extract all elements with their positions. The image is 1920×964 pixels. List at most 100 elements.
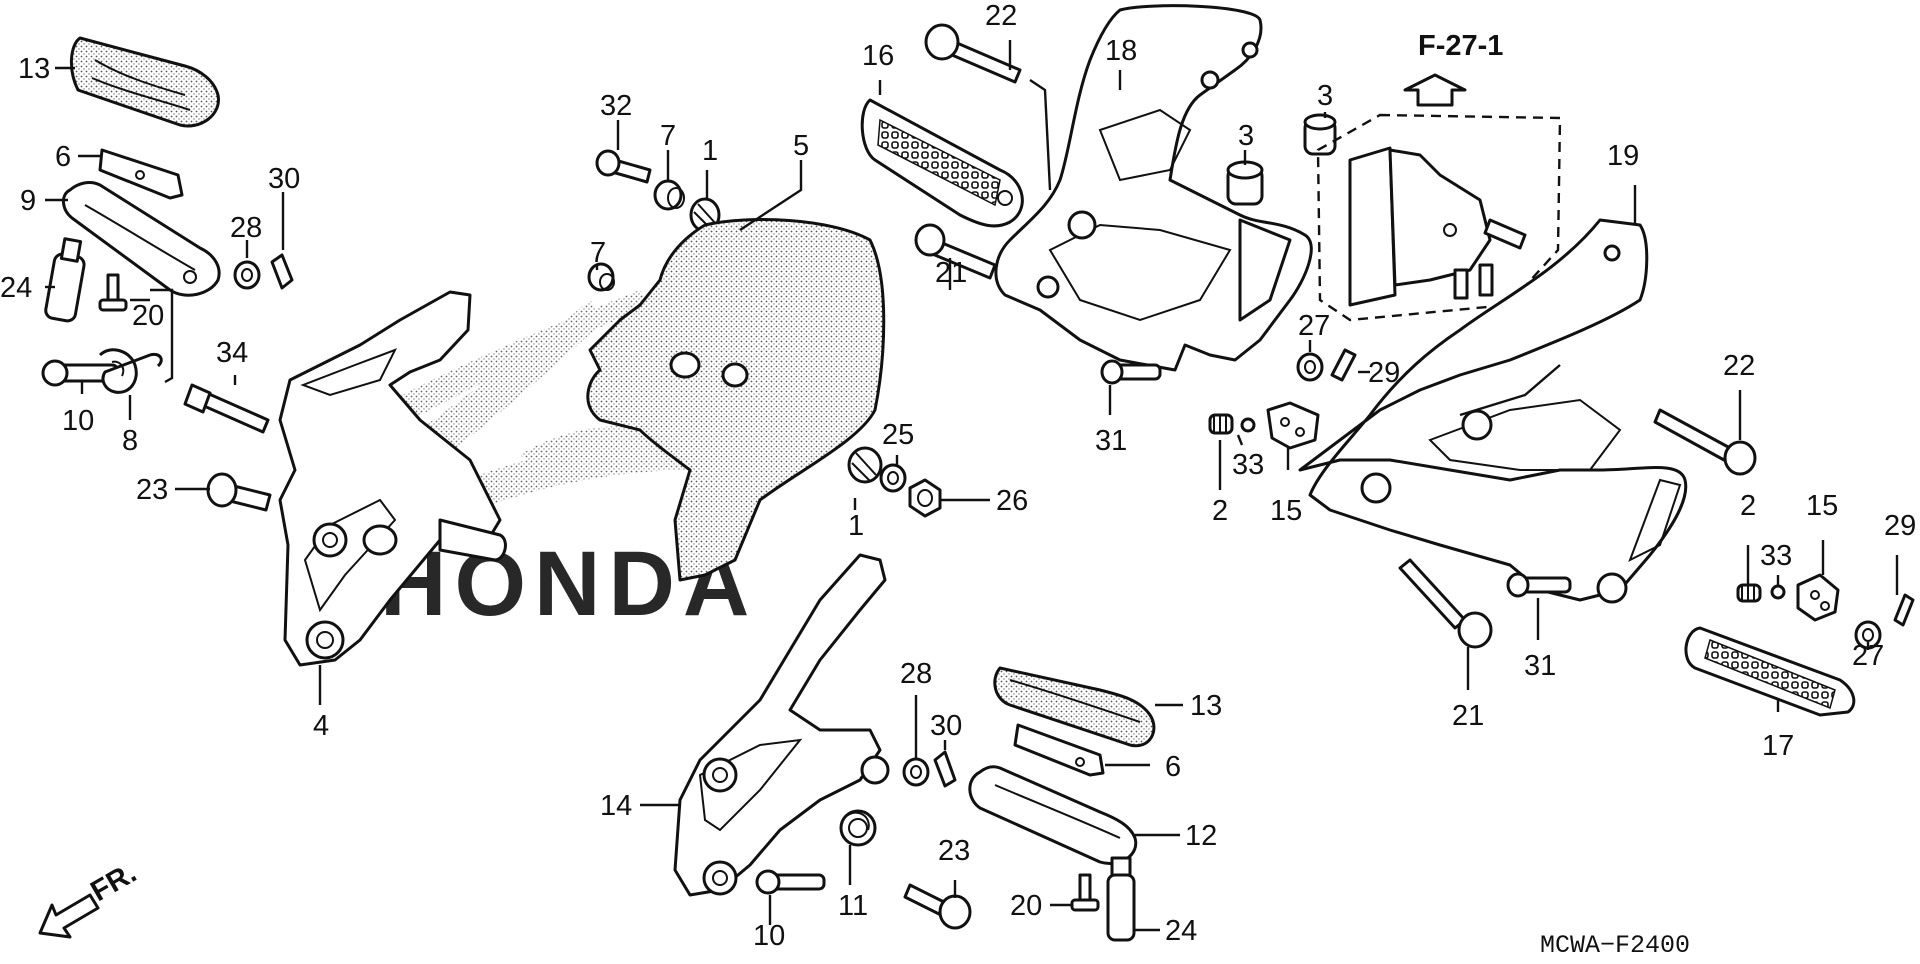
callout-27: 27 [1298,310,1330,342]
callout-7: 7 [590,237,606,269]
callout-5: 5 [793,130,809,162]
part-21-bolt-upper [914,223,997,280]
callout-32: 32 [600,90,632,122]
callout-13: 13 [18,53,50,85]
callout-3: 3 [1238,120,1254,152]
part-26-nut [908,478,942,518]
callout-23: 23 [938,835,970,867]
callout-28: 28 [230,212,262,244]
callout-19: 19 [1607,140,1639,172]
part-12-footpeg [968,765,1138,865]
part-23-bolt [206,472,272,512]
part-17-passenger-peg [1684,626,1856,717]
callout-9: 9 [20,185,36,217]
callout-26: 26 [996,485,1028,517]
callout-10: 10 [753,920,785,952]
callout-1: 1 [702,135,718,167]
part-31-pin-upper [1100,359,1162,385]
part-2-spring-lower [1736,583,1762,603]
callout-21: 21 [1452,700,1484,732]
part-23-bolt-lower [903,883,972,930]
callout-11: 11 [838,890,868,922]
part-13-footpeg-rubber-lower [993,666,1156,748]
part-27-washer-lower [1854,620,1882,650]
callout-21: 21 [935,257,967,289]
part-3-collar-lower [1226,160,1264,206]
callout-33: 33 [1232,449,1264,481]
callout-24: 24 [1165,915,1197,947]
callout-10: 10 [62,405,94,437]
callout-8: 8 [122,425,138,457]
part-15-plate-upper [1266,401,1320,450]
part-16-passenger-peg [860,98,1024,228]
callout-24: 24 [0,272,32,304]
part-11-spring [839,809,877,847]
callout-2: 2 [1212,495,1228,527]
reference-label: F-27-1 [1418,30,1503,62]
diagram-code: MCWA−F2400 [1540,931,1690,959]
reference-box-f-27-1: F-27-1 [1316,30,1562,322]
callout-29: 29 [1884,510,1916,542]
callout-14: 14 [600,790,632,822]
part-28-washer [233,260,261,290]
callout-13: 13 [1190,690,1222,722]
callout-4: 4 [313,710,329,742]
part-31-pin-lower [1506,572,1572,598]
callout-7: 7 [660,120,676,152]
callout-30: 30 [268,163,300,195]
part-21-bolt-lower [1398,558,1493,649]
callout-33: 33 [1760,540,1792,572]
callout-17: 17 [1762,730,1794,762]
part-9-footpeg [62,181,221,297]
part-32-bolt [595,149,652,184]
callout-15: 15 [1270,495,1302,527]
part-20-bolt-lower [1070,873,1100,912]
part-10-pivot-pin-lower [755,869,826,895]
part-29-cotter-pin-upper [1330,348,1357,382]
part-22-bolt-top [924,23,1022,84]
part-7-collar-top [653,179,685,211]
callout-3: 3 [1317,80,1333,112]
part-6-plate-lower [1013,723,1105,777]
part-22-bolt-right [1653,408,1757,476]
callout-18: 18 [1105,35,1137,67]
part-15-plate-lower [1796,573,1840,622]
callout-22: 22 [985,0,1017,32]
callout-31: 31 [1524,650,1556,682]
part-19-step-holder-lower [1298,218,1688,604]
part-34-bolt [183,383,270,434]
part-33-ball-upper [1240,417,1256,433]
callout-30: 30 [930,710,962,742]
front-direction-arrow: FR. [38,857,142,939]
callout-6: 6 [1165,751,1181,783]
callout-15: 15 [1806,490,1838,522]
part-13-footpeg-rubber [70,36,220,128]
part-5-heel-guard [586,218,886,582]
part-24-rubber-stopper-lower [1106,856,1136,942]
part-33-ball-lower [1770,584,1786,600]
callout-23: 23 [136,474,168,506]
part-28-washer-lower [902,757,930,787]
part-7-collar-lower [587,262,615,292]
part-8-spring [98,348,163,394]
callout-16: 16 [862,40,894,72]
callout-2: 2 [1740,490,1756,522]
part-10-pivot-pin [41,359,120,387]
leader-lines [45,40,1899,932]
callout-1: 1 [848,510,864,542]
callout-22: 22 [1723,350,1755,382]
callout-6: 6 [55,141,71,173]
callout-25: 25 [882,419,914,451]
part-18-step-holder-upper [994,4,1313,372]
callout-20: 20 [1010,890,1042,922]
part-25-collar [879,463,907,493]
part-30-cotter-pin [270,253,294,290]
callout-27: 27 [1852,640,1884,672]
callout-28: 28 [900,658,932,690]
callout-31: 31 [1095,425,1127,457]
part-1-grommet-right [847,446,883,484]
part-27-washer-upper [1296,352,1324,382]
part-20-bolt [98,273,128,312]
